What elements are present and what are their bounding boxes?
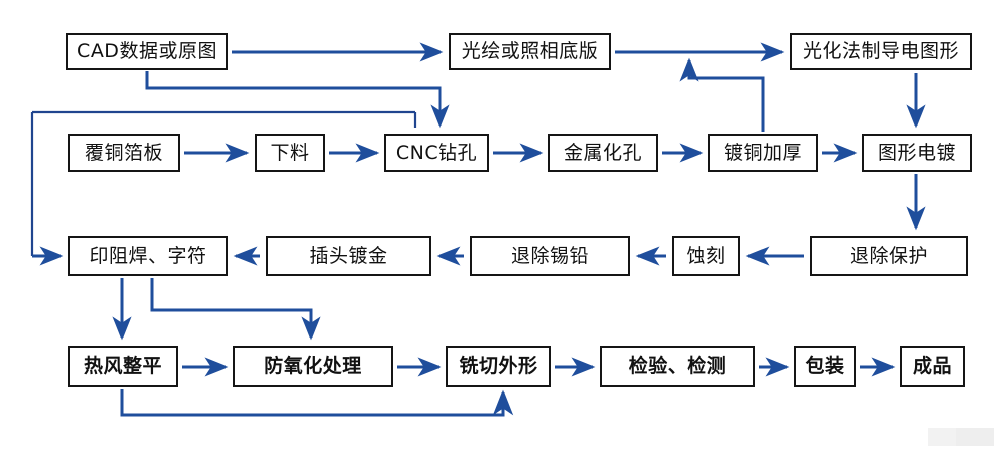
node-label: 镀铜加厚 bbox=[723, 141, 802, 164]
watermark-block-2 bbox=[956, 428, 994, 446]
node-label: 光化法制导电图形 bbox=[802, 40, 959, 62]
node-solder[interactable]: 印阻焊、字符 bbox=[68, 236, 228, 276]
node-pattern[interactable]: 图形电镀 bbox=[862, 134, 972, 172]
edge-solder-antiox bbox=[150, 278, 321, 341]
node-label: 印阻焊、字符 bbox=[89, 244, 207, 267]
node-stripres[interactable]: 退除保护 bbox=[810, 236, 968, 276]
node-label: 防氧化处理 bbox=[264, 355, 362, 377]
node-cut[interactable]: 下料 bbox=[255, 134, 325, 172]
node-photo[interactable]: 光化法制导电图形 bbox=[790, 33, 972, 70]
node-label: 铣切外形 bbox=[459, 355, 538, 377]
node-cnc[interactable]: CNC钻孔 bbox=[384, 134, 489, 172]
node-label: 金属化孔 bbox=[563, 141, 642, 164]
edge-cad-cnc bbox=[145, 71, 450, 129]
node-label: 图形电镀 bbox=[877, 141, 956, 164]
node-goldplate[interactable]: 插头镀金 bbox=[266, 236, 431, 276]
node-label: 热风整平 bbox=[83, 355, 162, 377]
node-label: 插头镀金 bbox=[309, 244, 388, 267]
node-label: CAD数据或原图 bbox=[77, 40, 217, 62]
node-etch[interactable]: 蚀刻 bbox=[672, 236, 740, 276]
node-label: 覆铜箔板 bbox=[84, 141, 163, 164]
node-label: 检验、检测 bbox=[628, 355, 727, 377]
node-label: 包装 bbox=[805, 355, 845, 377]
node-laminate[interactable]: 覆铜箔板 bbox=[68, 134, 180, 172]
node-label: 成品 bbox=[912, 355, 952, 377]
node-pth[interactable]: 金属化孔 bbox=[548, 134, 658, 172]
node-label: 退除锡铅 bbox=[510, 244, 589, 267]
node-finished[interactable]: 成品 bbox=[900, 346, 965, 387]
node-label: CNC钻孔 bbox=[395, 141, 478, 164]
node-milling[interactable]: 铣切外形 bbox=[446, 346, 551, 387]
node-striptin[interactable]: 退除锡铅 bbox=[470, 236, 630, 276]
node-inspect[interactable]: 检验、检测 bbox=[600, 346, 755, 387]
node-label: 蚀刻 bbox=[686, 244, 726, 267]
node-copper[interactable]: 镀铜加厚 bbox=[708, 134, 818, 172]
node-cad[interactable]: CAD数据或原图 bbox=[66, 33, 228, 70]
node-hasl[interactable]: 热风整平 bbox=[68, 346, 178, 387]
edge-copper-film bbox=[679, 57, 765, 132]
edge-hasl-milling-loop bbox=[120, 389, 514, 417]
node-antiox[interactable]: 防氧化处理 bbox=[233, 346, 393, 387]
node-label: 退除保护 bbox=[849, 244, 928, 267]
node-film[interactable]: 光绘或照相底版 bbox=[449, 33, 611, 70]
node-label: 下料 bbox=[270, 141, 310, 164]
node-label: 光绘或照相底版 bbox=[461, 40, 599, 62]
node-packaging[interactable]: 包装 bbox=[794, 346, 856, 387]
